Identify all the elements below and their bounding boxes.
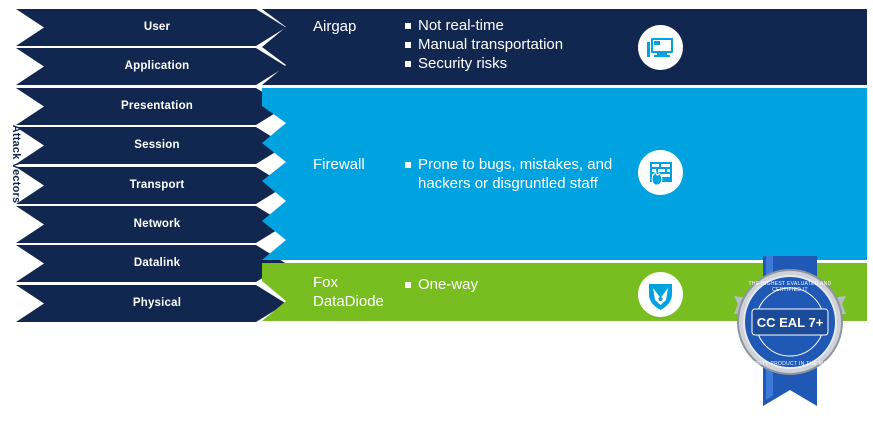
layer-presentation: Presentation [16, 88, 286, 125]
layer-label: Application [124, 60, 190, 72]
layer-label: Datalink [133, 257, 181, 269]
airgap-title: Airgap [313, 18, 357, 35]
badge-ring-top-text: THE HIGHEST EVALUATED AND CERTIFIED IT [748, 281, 832, 293]
layer-application: Application [16, 48, 286, 85]
bullet-item: Prone to bugs, mistakes, and hackers or … [405, 155, 635, 193]
datadiode-title: Fox DataDiode [313, 273, 384, 311]
layer-transport: Transport [16, 167, 286, 204]
layer-label: Physical [132, 297, 182, 309]
computer-icon [638, 25, 683, 70]
datadiode-title-line1: Fox [313, 274, 339, 291]
airgap-band: Airgap Not real-time Manual transportati… [262, 9, 867, 85]
firewall-bullets: Prone to bugs, mistakes, and hackers or … [405, 155, 635, 193]
layer-label: User [143, 21, 171, 33]
bullet-item: Security risks [405, 54, 563, 73]
firewall-band: Firewall Prone to bugs, mistakes, and ha… [262, 88, 867, 260]
badge-ring-bottom-text: SECURITY PRODUCT IN THE WORLD [741, 361, 839, 367]
fox-shield-icon [638, 272, 683, 317]
layer-physical: Physical [16, 285, 286, 322]
firewall-title: Firewall [313, 156, 365, 173]
badge-label: CC EAL 7+ [756, 315, 824, 330]
layer-label: Transport [129, 179, 185, 191]
datadiode-title-line2: DataDiode [313, 293, 384, 310]
cc-eal-badge: THE HIGHEST EVALUATED AND CERTIFIED IT C… [730, 256, 850, 416]
bullet-item: Not real-time [405, 16, 563, 35]
layer-label: Network [133, 218, 181, 230]
layer-user: User [16, 9, 286, 46]
attack-vectors-label: Attack vectors [10, 124, 22, 204]
layer-session: Session [16, 127, 286, 164]
datadiode-bullets: One-way [405, 275, 478, 294]
bullet-item: Manual transportation [405, 35, 563, 54]
layer-label: Session [134, 139, 180, 151]
layer-label: Presentation [120, 100, 194, 112]
layer-network: Network [16, 206, 286, 243]
airgap-bullets: Not real-time Manual transportation Secu… [405, 16, 563, 73]
layer-datalink: Datalink [16, 245, 286, 282]
bullet-item: One-way [405, 275, 478, 294]
firewall-icon [638, 150, 683, 195]
